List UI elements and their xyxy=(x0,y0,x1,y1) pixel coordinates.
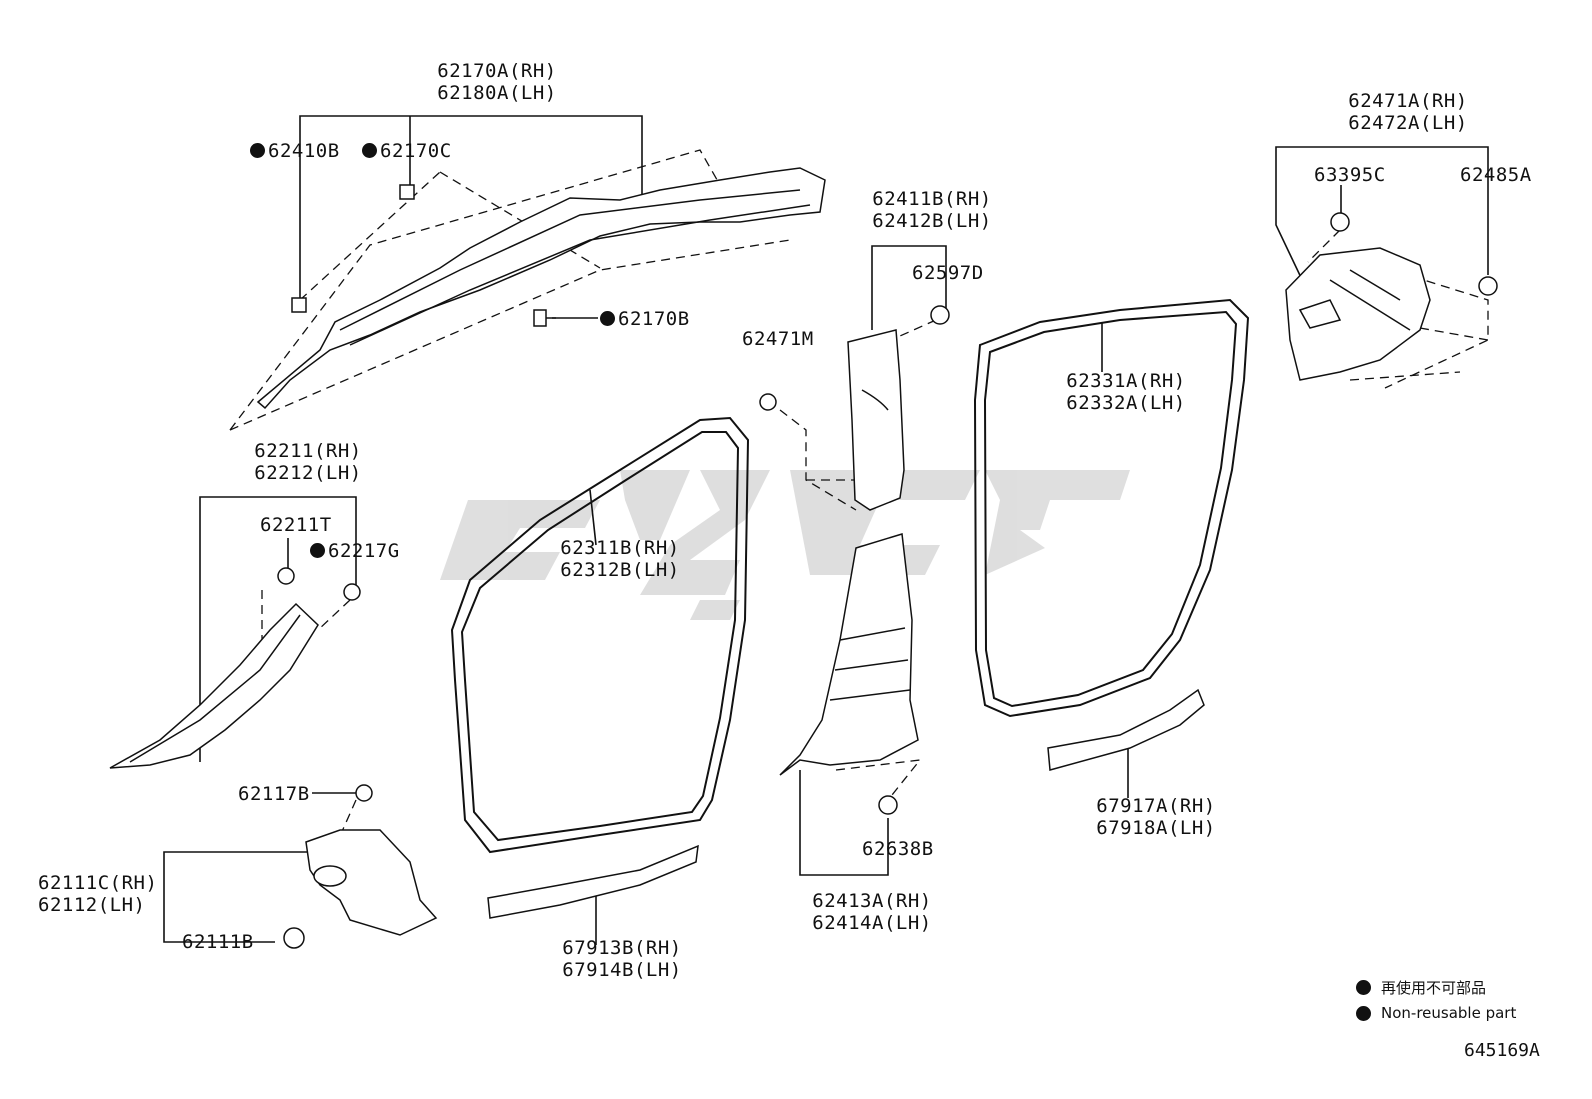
callout-rh: 62331A(RH) xyxy=(1066,370,1186,392)
roof-side-trim-part xyxy=(256,167,826,410)
callout-62217G: 62217G xyxy=(310,540,400,562)
callout-62471M: 62471M xyxy=(742,328,814,350)
figure-number: 645169A xyxy=(1464,1040,1540,1061)
callout-lh: 62180A(LH) xyxy=(437,82,557,104)
legend-text: 再使用不可部品 xyxy=(1381,978,1487,997)
callout-62638B: 62638B xyxy=(862,838,934,860)
callout-text: 62170C xyxy=(380,140,452,162)
callout-front-scuff: 67913B(RH) 67914B(LH) xyxy=(562,937,681,981)
legend: 再使用不可部品 Non-reusable part xyxy=(1356,974,1516,1026)
callout-rh: 62311B(RH) xyxy=(560,537,680,559)
callout-text: 62597D xyxy=(912,262,984,284)
non-reusable-dot-icon xyxy=(600,311,615,326)
non-reusable-dot-icon xyxy=(250,143,265,158)
callout-cowl-side: 62111C(RH) 62112(LH) xyxy=(38,872,157,916)
callout-text: 62638B xyxy=(862,838,934,860)
callout-a-pillar: 62211(RH) 62212(LH) xyxy=(254,440,361,484)
callout-text: 63395C xyxy=(1314,164,1386,186)
callout-text: 62170B xyxy=(618,308,690,330)
callout-62170C: 62170C xyxy=(362,140,452,162)
callout-62111B: 62111B xyxy=(182,931,254,953)
callout-text: 62471M xyxy=(742,328,814,350)
b-pillar-upper-part xyxy=(759,305,950,511)
callout-text: 62111B xyxy=(182,931,254,953)
callout-text: 62410B xyxy=(268,140,340,162)
non-reusable-dot-icon xyxy=(362,143,377,158)
callout-rh: 62111C(RH) xyxy=(38,872,158,894)
callout-lh: 62472A(LH) xyxy=(1348,112,1468,134)
legend-item-en: Non-reusable part xyxy=(1356,1000,1516,1026)
callout-lh: 62412B(LH) xyxy=(872,210,992,232)
callout-rh: 62170A(RH) xyxy=(437,60,557,82)
callout-text: 62217G xyxy=(328,540,400,562)
callout-63395C: 63395C xyxy=(1314,164,1386,186)
callout-rh: 62413A(RH) xyxy=(812,890,932,912)
front-scuff-plate-part xyxy=(487,844,699,919)
callout-text: 62211T xyxy=(260,514,332,536)
callout-62117B: 62117B xyxy=(238,783,310,805)
non-reusable-dot-icon xyxy=(1356,979,1371,995)
callout-rh: 67913B(RH) xyxy=(562,937,682,959)
rear-scuff-plate-part xyxy=(1047,688,1205,771)
callout-lh: 67918A(LH) xyxy=(1096,817,1216,839)
b-pillar-lower-part xyxy=(779,533,919,815)
callout-lh: 62312B(LH) xyxy=(560,559,680,581)
legend-text: Non-reusable part xyxy=(1381,1004,1517,1022)
non-reusable-dot-icon xyxy=(1356,1005,1371,1021)
callout-b-pillar-upper: 62411B(RH) 62412B(LH) xyxy=(872,188,991,232)
callout-lh: 62112(LH) xyxy=(38,894,146,916)
watermark-logo xyxy=(440,470,1130,620)
front-weatherstrip-part xyxy=(450,416,750,854)
callout-text: 62117B xyxy=(238,783,310,805)
c-pillar-garnish-part xyxy=(1285,212,1498,381)
callout-b-pillar-lower: 62413A(RH) 62414A(LH) xyxy=(812,890,931,934)
callout-lh: 62414A(LH) xyxy=(812,912,932,934)
bolt-62170B xyxy=(533,309,556,327)
a-pillar-garnish-part xyxy=(109,567,361,769)
callout-lh: 62332A(LH) xyxy=(1066,392,1186,414)
callout-c-pillar: 62471A(RH) 62472A(LH) xyxy=(1348,90,1467,134)
callout-rh: 62211(RH) xyxy=(254,440,362,462)
callout-rh: 62411B(RH) xyxy=(872,188,992,210)
callout-62211T: 62211T xyxy=(260,514,332,536)
callout-roof-side-trim: 62170A(RH) 62180A(LH) xyxy=(437,60,556,104)
callout-rh: 67917A(RH) xyxy=(1096,795,1216,817)
dashed-guides xyxy=(229,149,1489,837)
callout-text: 62485A xyxy=(1460,164,1532,186)
callout-rear-weatherstrip: 62331A(RH) 62332A(LH) xyxy=(1066,370,1185,414)
callout-62410B: 62410B xyxy=(250,140,340,162)
callout-62170B: 62170B xyxy=(600,308,690,330)
non-reusable-dot-icon xyxy=(310,543,325,558)
callout-rear-scuff: 67917A(RH) 67918A(LH) xyxy=(1096,795,1215,839)
callout-62485A: 62485A xyxy=(1460,164,1532,186)
rear-weatherstrip-part xyxy=(973,298,1250,718)
legend-item-jp: 再使用不可部品 xyxy=(1356,974,1516,1000)
callout-lh: 67914B(LH) xyxy=(562,959,682,981)
callout-front-weatherstrip: 62311B(RH) 62312B(LH) xyxy=(560,537,679,581)
callout-lh: 62212(LH) xyxy=(254,462,362,484)
callout-rh: 62471A(RH) xyxy=(1348,90,1468,112)
cowl-side-trim-part xyxy=(283,784,438,949)
callout-62597D: 62597D xyxy=(912,262,984,284)
